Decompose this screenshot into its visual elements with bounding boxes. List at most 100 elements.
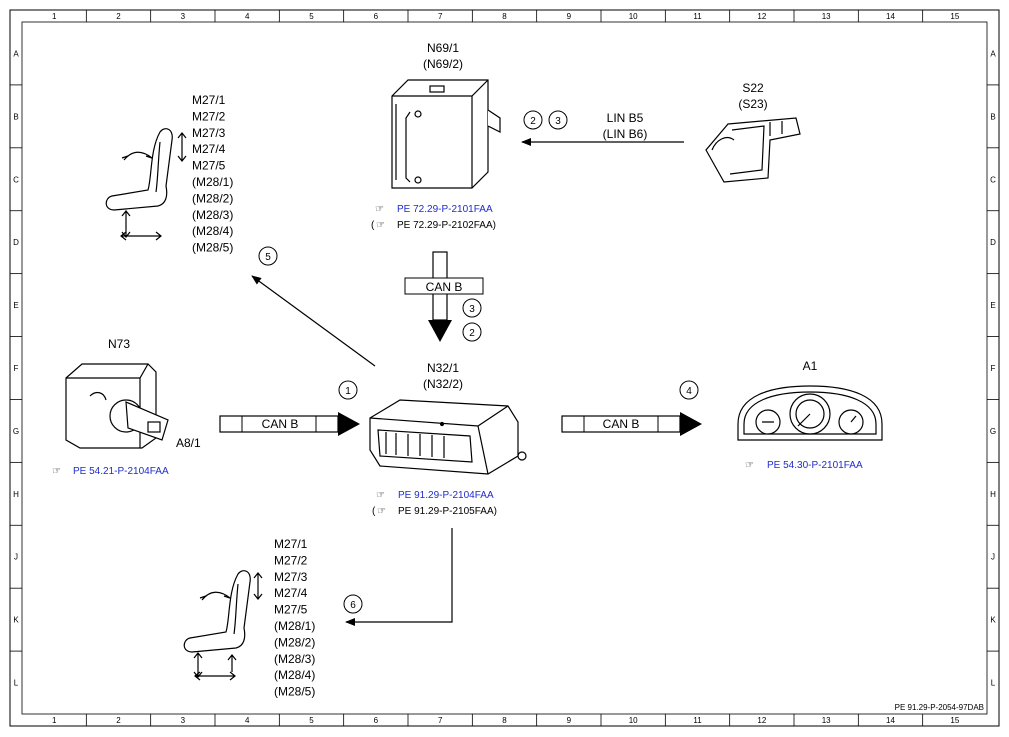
grid-column-label: 8: [502, 716, 507, 725]
grid-column-label: 14: [886, 12, 895, 21]
grid-column-label: 6: [374, 12, 379, 21]
grid-column-label: 2: [116, 12, 121, 21]
grid-row-label: A: [13, 49, 19, 58]
a1-instrument-cluster: A1 ☞ PE 54.30-P-2101FAA: [737, 359, 883, 471]
open-paren: (: [371, 220, 375, 231]
ref-link-n32-alt: ( ☞ PE 91.29-P-2105FAA): [372, 506, 497, 517]
step-2-marker: 2: [469, 328, 475, 339]
seat-motor-label: M27/1: [274, 537, 308, 551]
grid-row-label: D: [990, 238, 996, 247]
grid-column-label: 1: [52, 12, 57, 21]
can-b-label-left: CAN B: [262, 417, 299, 431]
can-bus-right: CAN B 4: [561, 380, 702, 436]
grid-column-label: 8: [502, 12, 507, 21]
n69-alt-reference: PE 72.29-P-2102FAA): [397, 220, 496, 231]
s22-alt-label: (S23): [738, 97, 767, 111]
grid-row-label: H: [13, 490, 19, 499]
grid-row-label: H: [990, 490, 996, 499]
n32-alt-reference: PE 91.29-P-2105FAA): [398, 506, 497, 517]
step-5-marker: 5: [265, 252, 271, 263]
signal-to-lower-seat: 6: [343, 528, 453, 626]
grid-row-label: F: [991, 364, 996, 373]
seat-motor-label: M27/1: [192, 93, 226, 107]
grid-row-label: K: [990, 616, 996, 625]
grid-column-label: 2: [116, 716, 121, 725]
seat-icon: [183, 570, 263, 681]
a1-label: A1: [803, 359, 818, 373]
step-3-marker: 3: [469, 304, 475, 315]
grid-row-label: J: [991, 553, 995, 562]
reference-icon: ☞: [745, 460, 754, 471]
seat-motor-label: M27/5: [274, 603, 308, 617]
grid-column-label: 4: [245, 12, 250, 21]
control-unit-icon: [369, 399, 527, 475]
seat-motor-label: (M28/2): [274, 635, 315, 649]
n32-label: N32/1: [427, 361, 459, 375]
seat-motor-label: M27/3: [192, 126, 226, 140]
grid-column-label: 5: [309, 716, 314, 725]
reference-icon: ☞: [375, 204, 384, 215]
lin-bus-connection: LIN B5 (LIN B6) 2 3: [521, 110, 684, 146]
grid-row-label: B: [13, 112, 18, 121]
ref-link-n69[interactable]: ☞ PE 72.29-P-2101FAA: [375, 204, 493, 215]
grid-column-label: 10: [629, 12, 638, 21]
seat-motor-label: M27/3: [274, 570, 308, 584]
step-1-marker: 1: [345, 386, 351, 397]
n69-label: N69/1: [427, 41, 459, 55]
grid-column-label: 12: [757, 12, 766, 21]
grid-column-label: 7: [438, 716, 443, 725]
document-id: PE 91.29-P-2054-97DAB: [895, 703, 984, 712]
can-bus-left: CAN B 1: [219, 380, 360, 436]
drawing-frame: [9, 9, 1000, 727]
grid-column-label: 9: [567, 716, 572, 725]
grid-column-label: 10: [629, 716, 638, 725]
grid-column-label: 13: [822, 12, 831, 21]
grid-row-label: L: [991, 679, 996, 688]
ref-link-n73[interactable]: ☞ PE 54.21-P-2104FAA: [52, 466, 169, 477]
can-b-label-top: CAN B: [426, 280, 463, 294]
grid-column-label: 15: [950, 716, 959, 725]
instrument-cluster-icon: [737, 385, 883, 441]
grid-row-label: F: [14, 364, 19, 373]
grid-row-label: J: [14, 553, 18, 562]
n73-service-link[interactable]: PE 54.21-P-2104FAA: [73, 466, 169, 477]
n69-module: N69/1 (N69/2) ☞ PE 72.29-P-2101FAA ( ☞ P…: [371, 41, 501, 231]
grid-column-label: 9: [567, 12, 572, 21]
reference-icon: ☞: [52, 466, 61, 477]
seat-motor-label: (M28/3): [274, 652, 315, 666]
n69-service-link[interactable]: PE 72.29-P-2101FAA: [397, 204, 493, 215]
signal-to-upper-seat: 5: [251, 246, 376, 367]
ref-link-n69-alt: ( ☞ PE 72.29-P-2102FAA): [371, 220, 496, 231]
ref-link-a1[interactable]: ☞ PE 54.30-P-2101FAA: [745, 460, 863, 471]
grid-column-label: 13: [822, 716, 831, 725]
can-b-label-right: CAN B: [603, 417, 640, 431]
seat-motor-label: (M28/1): [192, 175, 233, 189]
seat-switch-icon: [705, 117, 801, 183]
seat-motor-label: (M28/2): [192, 191, 233, 205]
open-paren: (: [372, 506, 376, 517]
seat-motor-label: (M28/3): [192, 208, 233, 222]
grid-column-label: 3: [181, 716, 186, 725]
n32-service-link[interactable]: PE 91.29-P-2104FAA: [398, 490, 494, 501]
grid-row-label: E: [13, 301, 18, 310]
n69-alt-label: (N69/2): [423, 57, 463, 71]
ignition-switch-icon: [65, 363, 169, 449]
grid-row-label: G: [990, 427, 996, 436]
grid-column-label: 5: [309, 12, 314, 21]
seat-motor-label: (M28/4): [274, 668, 315, 682]
grid-column-label: 4: [245, 716, 250, 725]
s22-switch: S22 (S23): [705, 81, 801, 183]
ref-link-n32[interactable]: ☞ PE 91.29-P-2104FAA: [376, 490, 494, 501]
grid-row-label: B: [990, 112, 995, 121]
step-2-marker: 2: [530, 116, 536, 127]
seat-icon: [105, 128, 187, 241]
grid-row-label: C: [13, 175, 19, 184]
seat-motors-lower: M27/1M27/2M27/3M27/4M27/5(M28/1)(M28/2)(…: [183, 537, 315, 699]
n73-label: N73: [108, 337, 130, 351]
grid-column-label: 14: [886, 716, 895, 725]
grid-column-label: 12: [757, 716, 766, 725]
reference-icon: ☞: [376, 490, 385, 501]
seat-motor-label: (M28/5): [192, 241, 233, 255]
a1-service-link[interactable]: PE 54.30-P-2101FAA: [767, 460, 863, 471]
grid-row-label: K: [13, 616, 19, 625]
